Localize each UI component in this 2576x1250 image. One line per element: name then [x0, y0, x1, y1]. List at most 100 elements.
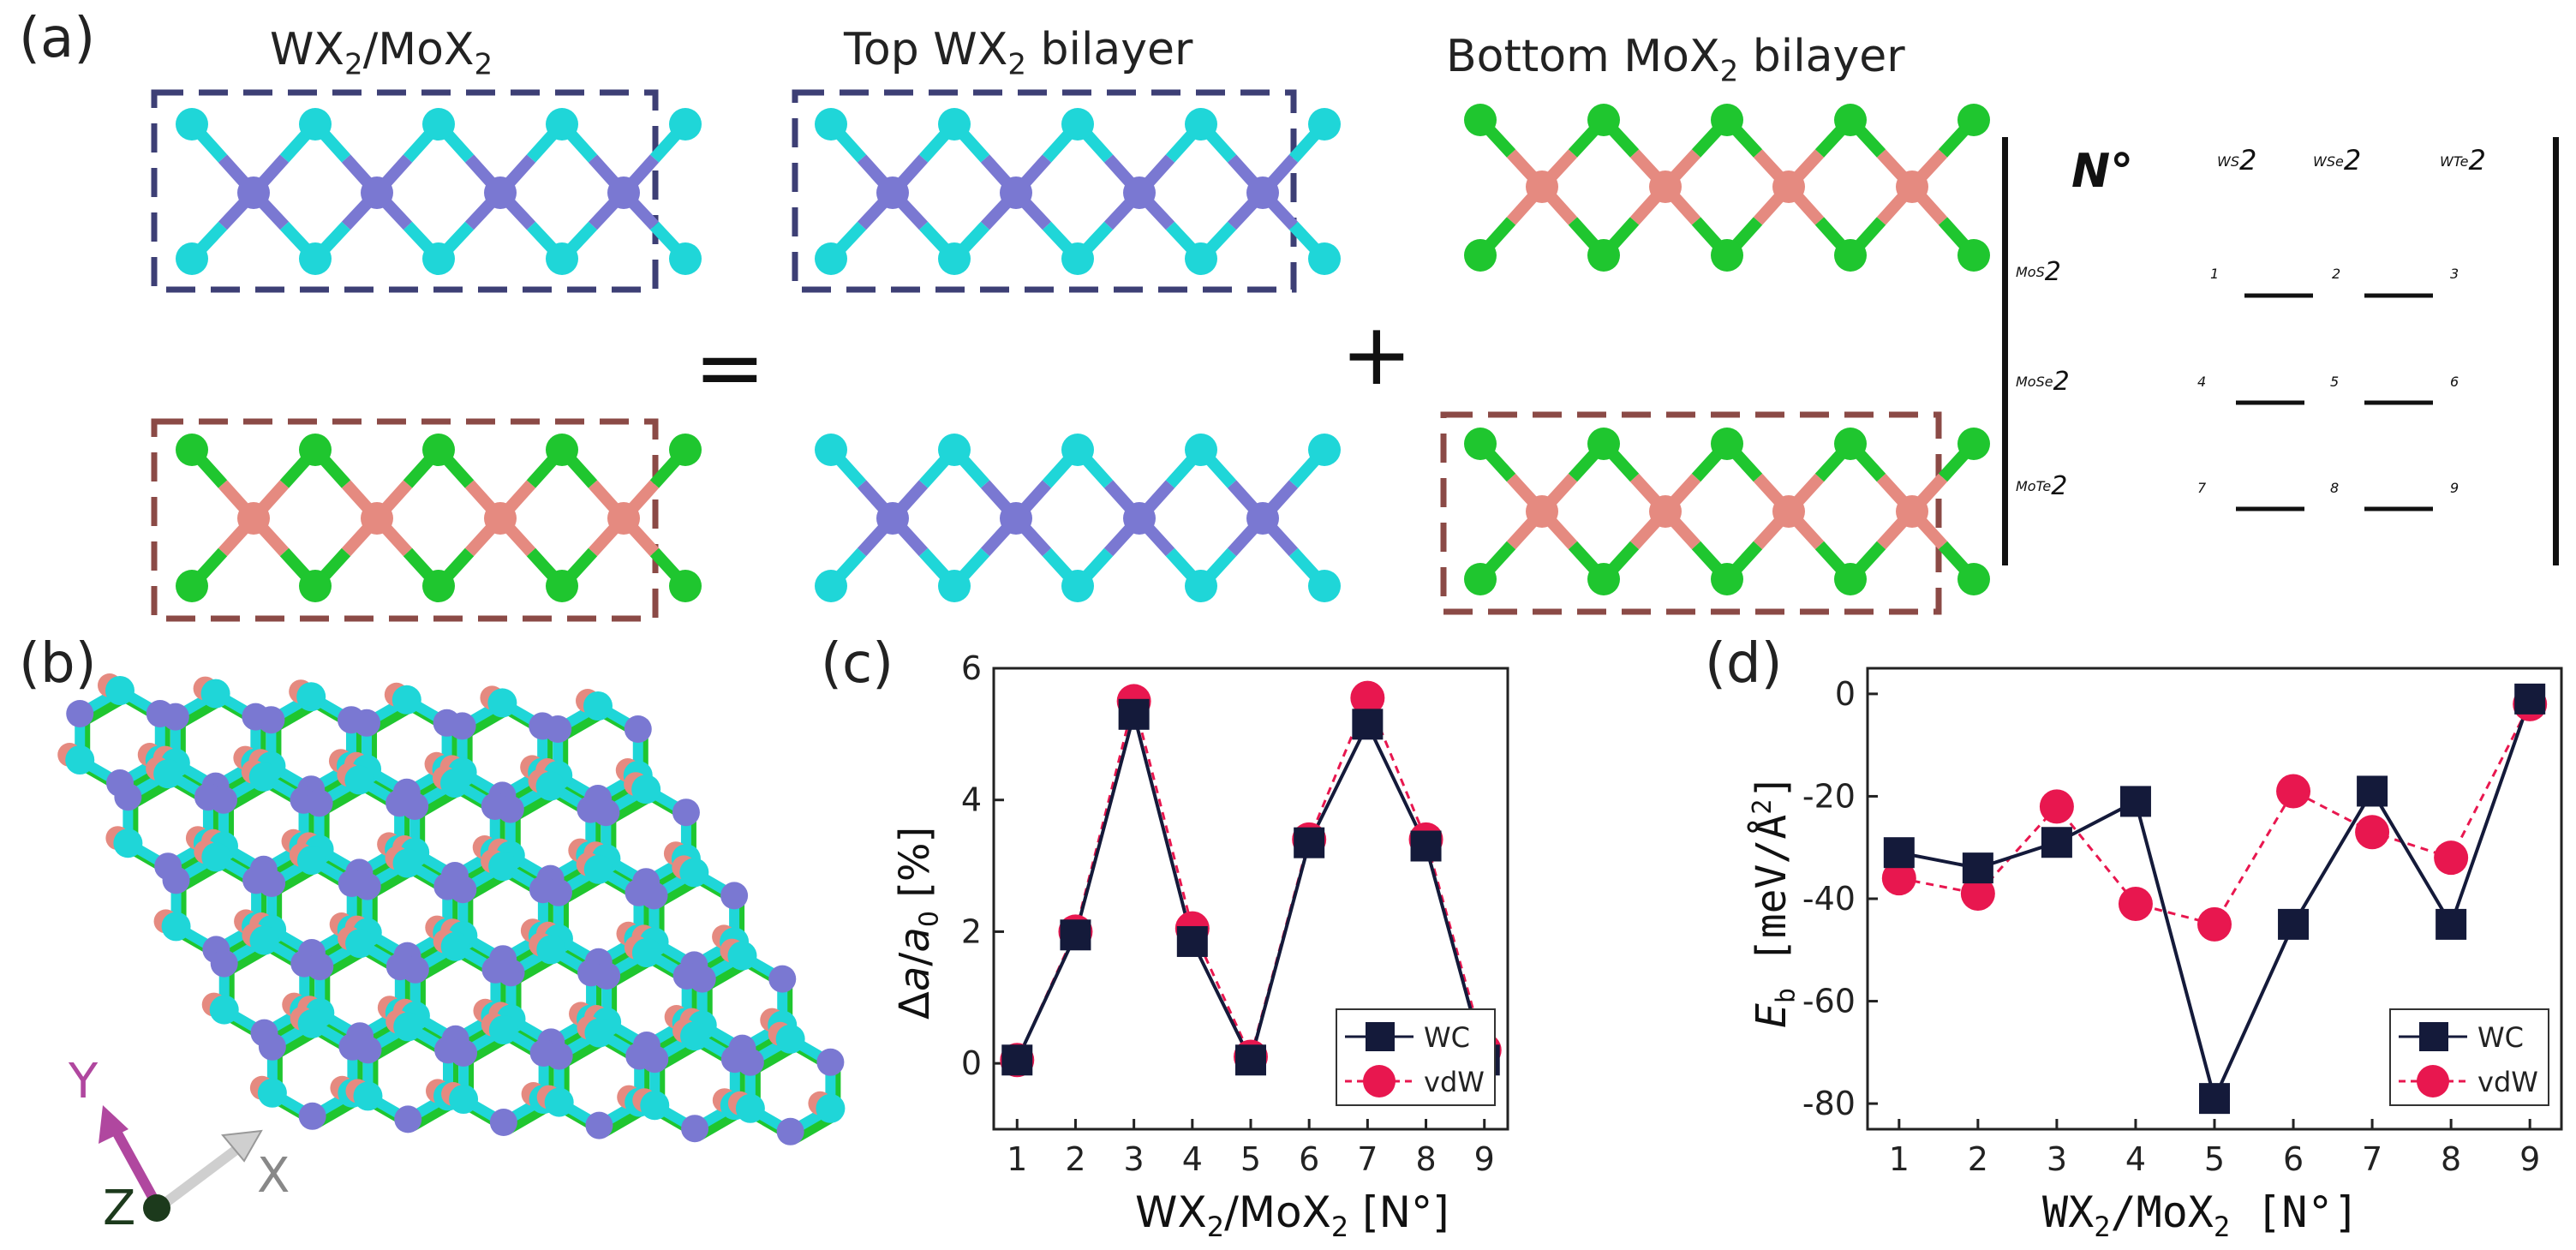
title-top-bilayer: Top WX2 bilayer: [844, 24, 1193, 82]
entry-2: 2: [2332, 266, 2341, 282]
mos2-layer-bottom-left: [176, 434, 702, 602]
axis-y-head: [99, 1105, 129, 1144]
mos2-metal-atom: [607, 502, 640, 535]
axis-x-head: [221, 1129, 263, 1163]
x-tick-label: 7: [1357, 1140, 1378, 1178]
x-tick-label: 3: [1124, 1140, 1145, 1178]
marker-WC: [2436, 908, 2467, 940]
lattice-w-atom: [450, 1039, 478, 1067]
ws2-chalcogen-atom: [669, 108, 702, 141]
lattice-w-atom: [305, 789, 333, 817]
lattice-w-atom: [497, 959, 525, 987]
lattice-x-atom: [209, 995, 239, 1025]
mos2-metal-atom: [1772, 170, 1805, 203]
y-tick-label: 2: [961, 912, 982, 950]
title-bottom-bilayer: Bottom MoX2 bilayer: [1446, 31, 1905, 89]
ws2-metal-atom: [876, 176, 909, 209]
lattice-x-atom: [536, 935, 566, 965]
x-tick-label: 8: [2441, 1140, 2461, 1178]
mos2-chalcogen-atom: [1957, 104, 1990, 136]
lattice-x-atom: [488, 852, 518, 882]
layer-structures: [151, 89, 1990, 622]
lattice-w-atom: [354, 1036, 382, 1064]
mos2-metal-atom: [1649, 495, 1682, 528]
lattice-w-atom: [258, 1032, 286, 1061]
col-ws2: WS2: [2217, 144, 2257, 176]
marker-WC: [1001, 1044, 1033, 1076]
lattice-x-atom: [161, 912, 191, 942]
lattice-w-atom: [258, 870, 286, 897]
marker-WC: [2199, 1083, 2230, 1115]
ws2-layer-top-center: [815, 108, 1341, 275]
mos2-chalcogen-atom: [1957, 563, 1990, 595]
marker-WC: [2119, 786, 2151, 817]
x-tick-label: 2: [1968, 1140, 1988, 1178]
ws2-metal-atom: [1246, 176, 1279, 209]
mos2-chalcogen-atom: [1834, 428, 1867, 460]
lattice-x-atom: [65, 745, 95, 775]
ws2-metal-atom: [361, 176, 393, 209]
lattice-w-atom: [688, 965, 716, 993]
x-tick-label: 2: [1065, 1140, 1085, 1178]
y-tick-label: -40: [1802, 880, 1856, 918]
marker-WC: [1235, 1044, 1266, 1076]
lattice-x-atom: [153, 759, 183, 789]
lattice-w-atom: [640, 882, 668, 910]
panel-label-c: (c): [821, 632, 894, 696]
chart-c-xlabel: WX2/MoX2 [N°]: [1135, 1187, 1449, 1243]
title-heterostructure: WX2/MoX2: [270, 24, 493, 82]
ws2-chalcogen-atom: [1061, 108, 1094, 141]
lattice-x-atom: [392, 848, 422, 878]
entry-5: 5: [2330, 374, 2340, 390]
ws2-metal-atom: [484, 176, 517, 209]
lattice-w-atom: [257, 706, 285, 734]
box-bottom-left: [151, 418, 659, 622]
mos2-chalcogen-atom: [1834, 104, 1867, 136]
y-tick-label: 0: [1835, 675, 1856, 713]
mos2-chalcogen-atom: [1711, 428, 1743, 460]
lattice-x-atom: [487, 688, 517, 718]
lattice-x-atom: [296, 846, 326, 875]
lattice-x-atom: [631, 775, 661, 804]
lattice-x-atom: [440, 931, 470, 961]
ws2-metal-atom: [1123, 176, 1156, 209]
mos2-metal-atom: [1649, 170, 1682, 203]
marker-WC: [1962, 852, 1993, 884]
x-tick-label: 6: [1299, 1140, 1319, 1178]
marker-WC: [2514, 683, 2546, 715]
lattice-x-atom: [775, 1024, 805, 1054]
legend-box: [2389, 1008, 2549, 1106]
mos2-chalcogen-atom: [546, 570, 578, 602]
y-tick-label: 6: [961, 649, 982, 687]
ws2-chalcogen-atom: [938, 108, 971, 141]
axis-y-label: Y: [69, 1054, 99, 1109]
y-tick-label: 4: [961, 781, 982, 819]
lattice-x-atom: [544, 1087, 574, 1117]
lattice-w-atom: [544, 878, 572, 906]
axis-z-dot: [143, 1194, 170, 1222]
lattice-x-atom: [680, 1021, 710, 1051]
marker-WC: [1294, 827, 1325, 858]
chart-c-ylabel: Δa/a0 [%]: [891, 826, 945, 1020]
lattice-x-atom: [257, 1078, 287, 1108]
mos2-chalcogen-atom: [1834, 239, 1867, 272]
lattice-x-atom: [248, 762, 278, 792]
panel-label-d: (d): [1705, 632, 1783, 696]
lattice-w-atom: [585, 1111, 613, 1139]
col-wse2: WSe2: [2313, 144, 2362, 176]
lattice-x-atom: [105, 676, 134, 705]
plus-sign: +: [1341, 304, 1413, 404]
x-tick-label: 4: [2125, 1140, 2146, 1178]
mos2-chalcogen-atom: [299, 570, 332, 602]
mos2-chalcogen-atom: [1587, 104, 1620, 136]
ws2-chalcogen-atom: [299, 242, 332, 275]
x-tick-label: 4: [1182, 1140, 1203, 1178]
ws2-chalcogen-atom: [1185, 434, 1217, 466]
lattice-w-atom: [353, 709, 381, 737]
lattice-x-atom: [735, 1093, 765, 1123]
mos2-chalcogen-atom: [1464, 428, 1497, 460]
lattice-x-atom: [393, 1012, 423, 1042]
x-tick-label: 1: [1007, 1140, 1027, 1178]
ws2-chalcogen-atom: [1308, 570, 1341, 602]
